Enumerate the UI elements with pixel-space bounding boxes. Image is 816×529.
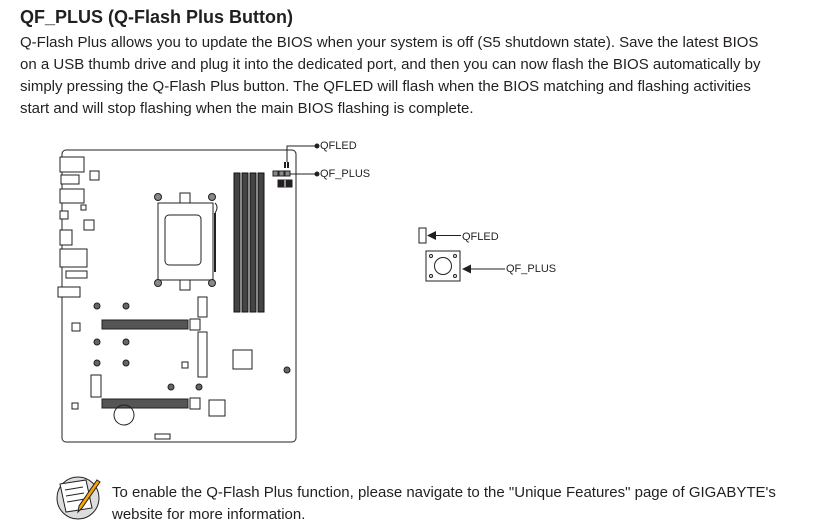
qf-plus-label: QF_PLUS	[320, 168, 371, 180]
description-line: start and will stop flashing when the ma…	[20, 100, 474, 117]
cpu-socket	[154, 192, 218, 291]
pcie-slots	[101, 318, 201, 410]
leader-lines	[286, 143, 320, 177]
description-line: on a USB thumb drive and plug it into th…	[20, 56, 761, 73]
note-line: website for more information.	[112, 506, 306, 523]
cmos-battery	[113, 404, 135, 426]
note-text: To enable the Q-Flash Plus function, ple…	[112, 482, 776, 526]
qf-plus-button-detail	[425, 250, 505, 282]
description-line: simply pressing the Q-Flash Plus button.…	[20, 78, 751, 95]
description-line: Q-Flash Plus allows you to update the BI…	[20, 34, 759, 51]
small-components	[71, 170, 253, 417]
m2-slots	[90, 296, 208, 398]
note-pencil-icon	[56, 476, 101, 520]
section-title: QF_PLUS (Q-Flash Plus Button)	[20, 7, 293, 27]
dimm-slots	[233, 172, 265, 313]
io-ports	[57, 156, 88, 298]
section-description: Q-Flash Plus allows you to update the BI…	[20, 32, 760, 120]
qfled-detail	[418, 227, 461, 244]
fan-header	[154, 433, 171, 440]
note-line: To enable the Q-Flash Plus function, ple…	[112, 484, 776, 501]
qfled-label: QFLED	[320, 140, 357, 152]
qfled-detail-label: QFLED	[462, 231, 499, 243]
qf-plus-header	[272, 170, 293, 188]
qf-plus-detail-label: QF_PLUS	[506, 263, 557, 275]
mounting-screws	[93, 302, 291, 391]
qfled-header	[284, 162, 289, 168]
